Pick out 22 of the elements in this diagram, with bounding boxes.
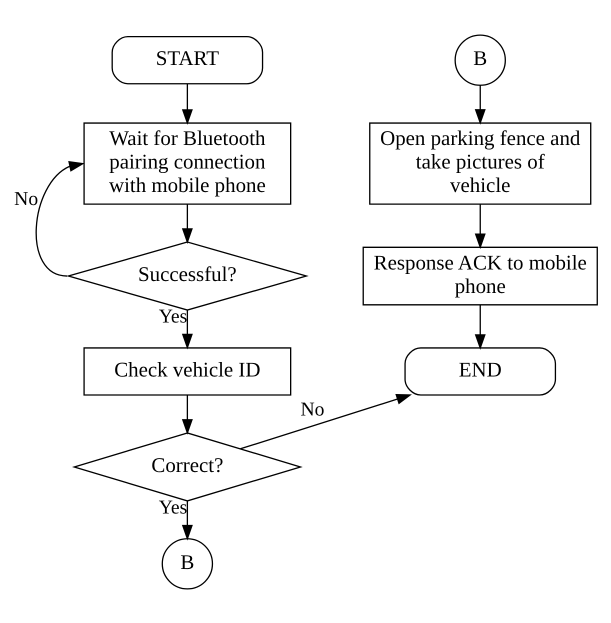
arrow	[36, 160, 85, 276]
arrow	[474, 304, 486, 350]
arrow	[182, 394, 193, 434]
node-box: START	[112, 36, 264, 84]
node-box: Wait for Bluetooth pairing connection with mobile phone	[83, 122, 292, 204]
node-box: Check vehicle ID	[83, 346, 292, 396]
arrow	[240, 393, 412, 449]
node-circle: B	[454, 34, 506, 86]
edge-label: No	[14, 188, 38, 210]
edge-label: No	[300, 398, 324, 420]
arrow	[182, 310, 193, 349]
node-box: END	[404, 346, 556, 396]
node-diamond: Successful?	[66, 240, 309, 310]
node-box: Response ACK to mobile phone	[362, 246, 598, 305]
node-diamond: Correct?	[72, 432, 303, 502]
arrow	[182, 83, 193, 124]
node-circle: B	[162, 538, 214, 590]
arrow	[182, 500, 193, 540]
arrow	[474, 204, 486, 249]
arrow	[474, 84, 486, 124]
arrow	[182, 204, 193, 244]
node-box: Open parking fence and take pictures of vehicle	[369, 122, 592, 204]
